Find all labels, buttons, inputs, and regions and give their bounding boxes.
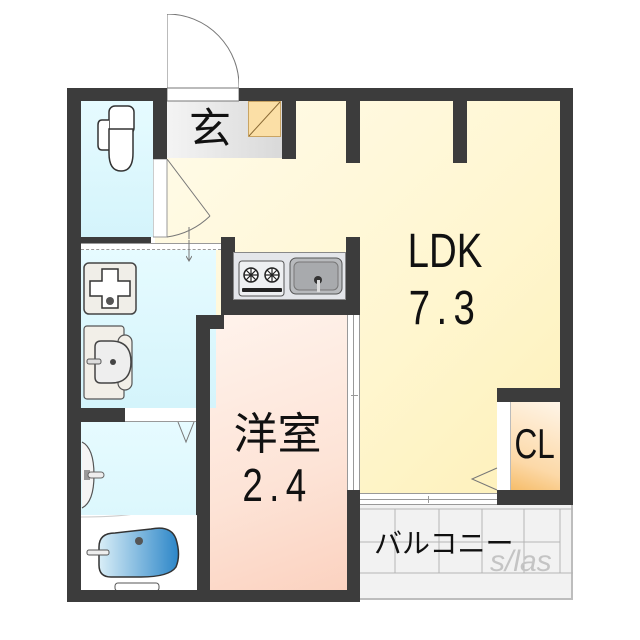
bathroom-door-mark	[176, 421, 196, 444]
wall	[347, 490, 360, 602]
balcony-label: バルコニー	[374, 528, 514, 559]
ldk-area: 7.3	[408, 282, 482, 335]
stove-icon	[238, 260, 285, 297]
wall	[67, 590, 360, 602]
wall	[221, 237, 235, 315]
wall	[221, 300, 360, 315]
entrance-door[interactable]	[167, 14, 239, 102]
yoshitsu-label: 洋室	[233, 410, 322, 459]
wall	[497, 388, 573, 402]
kitchen-counter	[233, 252, 346, 300]
wall	[81, 237, 151, 243]
wall	[81, 408, 125, 422]
wall	[196, 315, 210, 602]
room-yoshitsu	[210, 315, 347, 590]
wall	[560, 88, 573, 505]
wall	[346, 237, 360, 315]
washroom-door-arrow	[185, 240, 193, 262]
wall	[153, 101, 167, 159]
shoe-cabinet	[248, 101, 281, 137]
room-balcony	[360, 505, 573, 600]
wash-basin-icon	[83, 325, 135, 400]
room-closet	[511, 402, 560, 490]
bathroom-door[interactable]	[125, 408, 196, 422]
watermark: s/las	[490, 545, 552, 578]
toilet-icon	[96, 105, 136, 173]
wall	[282, 101, 296, 159]
closet-door-mark	[470, 466, 498, 492]
sliding-door-yoshitsu[interactable]	[347, 315, 360, 490]
closet-label: CL	[514, 420, 555, 467]
genkan-label: 玄	[188, 105, 231, 152]
wall	[346, 101, 360, 163]
bathtub-icon	[80, 509, 198, 592]
toilet-door[interactable]	[153, 159, 223, 239]
wall	[453, 101, 467, 163]
wall	[67, 88, 167, 101]
balcony-window[interactable]	[360, 493, 497, 505]
closet-door-strip	[497, 402, 511, 490]
washing-machine-pan-icon	[83, 262, 137, 315]
sliding-door-washroom[interactable]	[81, 243, 221, 250]
ldk-label: LDK	[407, 225, 483, 278]
kitchen-sink-icon	[289, 257, 343, 295]
yoshitsu-area: 2.4	[242, 459, 313, 511]
wall	[497, 490, 573, 505]
wall	[67, 88, 81, 602]
shower-icon	[80, 440, 106, 510]
wall	[196, 315, 224, 329]
wall	[239, 88, 573, 101]
